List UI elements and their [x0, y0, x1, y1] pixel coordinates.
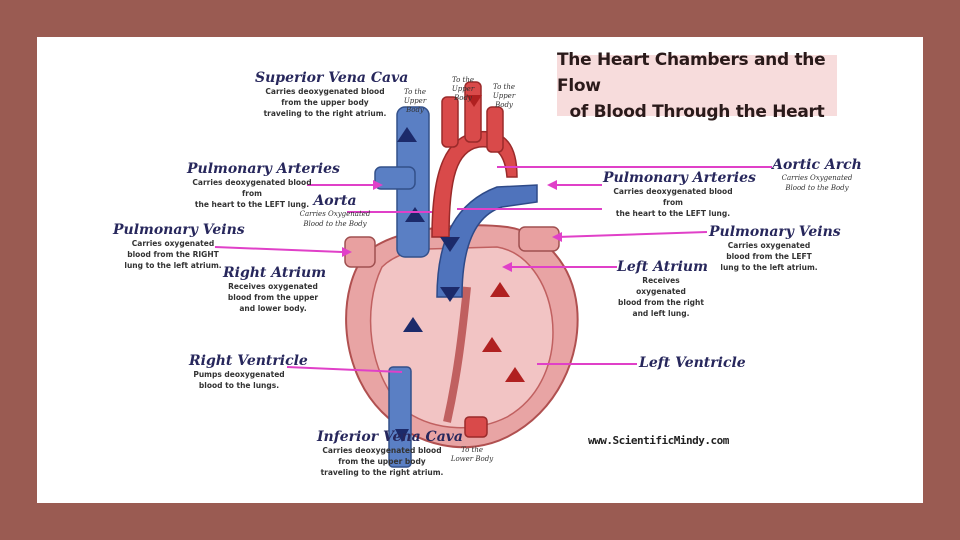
label-right-atrium: Right Atrium Receives oxygenated blood f…	[223, 265, 323, 314]
pulmonary-vein-left-lung	[519, 227, 559, 251]
title-box: The Heart Chambers and the Flow of Blood…	[557, 55, 837, 116]
label-left-atrium: Left Atrium Receives oxygenated blood fr…	[617, 259, 705, 319]
label-left-ventricle: Left Ventricle	[639, 355, 739, 371]
label-to-upper-body-1: To the Upper Body	[395, 88, 435, 115]
label-to-upper-body-3: To the Upper Body	[483, 83, 525, 110]
slide-canvas: The Heart Chambers and the Flow of Blood…	[37, 37, 923, 503]
aortic-branch-1	[442, 97, 458, 147]
label-pulmonary-veins-left: Pulmonary Veins Carries oxygenated blood…	[113, 222, 233, 271]
label-pulmonary-arteries-right: Pulmonary Arteries Carries deoxygenated …	[603, 170, 743, 219]
label-pulmonary-veins-right: Pulmonary Veins Carries oxygenated blood…	[709, 224, 829, 273]
title-line-2: of Blood Through the Heart	[570, 99, 825, 125]
label-inferior-vena-cava: Inferior Vena Cava Carries deoxygenated …	[317, 429, 447, 478]
label-to-upper-body-2: To the Upper Body	[442, 76, 484, 103]
descending-aorta	[465, 417, 487, 437]
label-superior-vena-cava: Superior Vena Cava Carries deoxygenated …	[255, 70, 395, 119]
aortic-branch-3	[487, 107, 503, 152]
label-right-ventricle: Right Ventricle Pumps deoxygenated blood…	[189, 353, 289, 391]
label-to-lower-body: To the Lower Body	[450, 446, 494, 464]
watermark: www.ScientificMindy.com	[588, 434, 729, 447]
label-aorta: Aorta Carries Oxygenated Blood to the Bo…	[295, 193, 375, 229]
label-aortic-arch: Aortic Arch Carries Oxygenated Blood to …	[772, 157, 862, 193]
title-line-1: The Heart Chambers and the Flow	[557, 47, 837, 99]
